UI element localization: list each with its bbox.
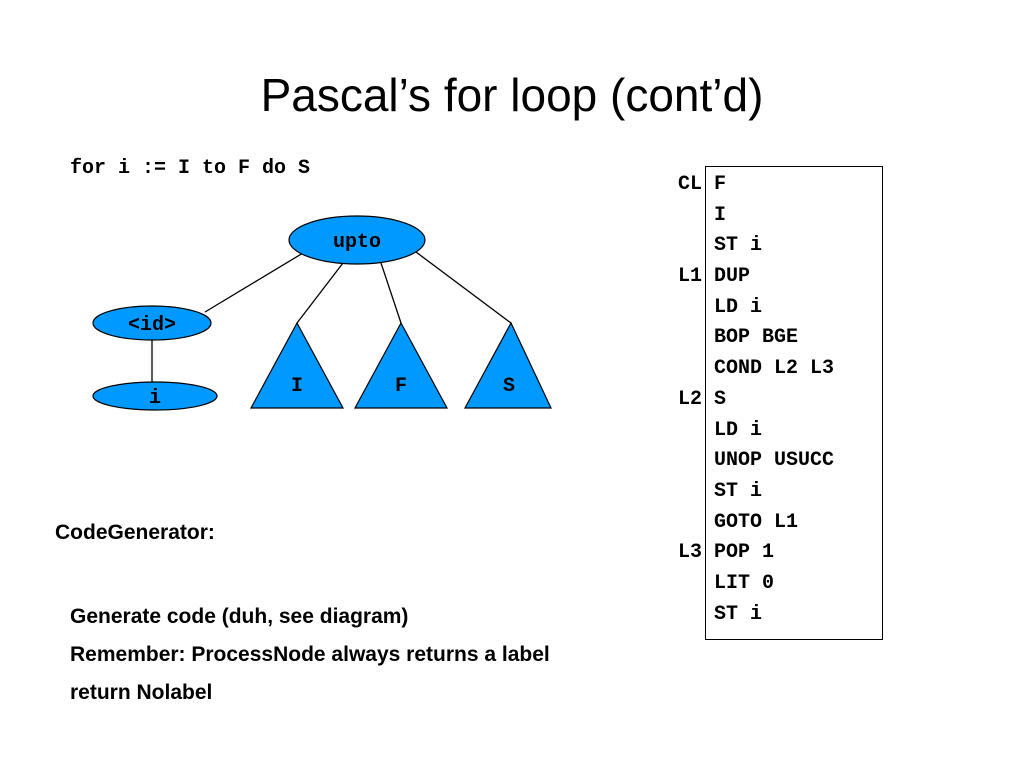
listing-row: ST i xyxy=(660,602,834,633)
listing-instruction: LD i xyxy=(714,418,763,442)
for-loop-syntax: for i := I to F do S xyxy=(70,157,311,180)
listing-instruction: LD i xyxy=(714,295,763,319)
listing-row: BOP BGE xyxy=(660,325,834,356)
node-id xyxy=(92,305,212,341)
listing-label xyxy=(660,418,702,449)
listing-instruction: POP 1 xyxy=(714,541,775,565)
listing-instruction: UNOP USUCC xyxy=(714,449,835,473)
listing-row: ST i xyxy=(660,479,834,510)
node-i xyxy=(92,381,218,411)
listing-row: CL F xyxy=(660,172,834,203)
node-i-label: i xyxy=(149,387,161,410)
listing-instruction: S xyxy=(714,387,727,411)
listing-row: UNOP USUCC xyxy=(660,448,834,479)
subtree-S-label: S xyxy=(503,375,515,398)
codegenerator-heading: CodeGenerator: xyxy=(55,521,215,544)
node-id-label: <id> xyxy=(128,314,176,337)
edge-upto-I xyxy=(296,262,344,324)
code-listing: CL F I ST i L1 DUP LD i BOP BGE COND L2 L3… xyxy=(660,172,834,632)
node-upto-label: upto xyxy=(333,231,381,254)
listing-instruction: ST i xyxy=(714,234,763,258)
listing-instruction: BOP BGE xyxy=(714,326,799,350)
listing-row: LD i xyxy=(660,295,834,326)
listing-row: L3 POP 1 xyxy=(660,540,834,571)
listing-label xyxy=(660,356,702,387)
note-item: return Nolabel xyxy=(70,681,213,704)
node-upto xyxy=(288,215,426,265)
code-listing-box xyxy=(705,166,883,640)
listing-label xyxy=(660,479,702,510)
listing-label: L3 xyxy=(677,541,702,565)
note-item: Generate code (duh, see diagram) xyxy=(70,605,409,628)
listing-label: L1 xyxy=(677,265,702,289)
listing-label: L2 xyxy=(677,387,702,411)
note-item: Remember: ProcessNode always returns a l… xyxy=(70,643,550,666)
listing-label: CL xyxy=(677,173,702,196)
subtree-F-label: F xyxy=(395,375,407,398)
listing-row: GOTO L1 xyxy=(660,510,834,541)
listing-row: LIT 0 xyxy=(660,571,834,602)
listing-instruction: I xyxy=(714,203,727,227)
listing-label xyxy=(660,233,702,264)
slide-title: Pascal’s for loop (cont’d) xyxy=(260,69,764,121)
listing-row: L2 S xyxy=(660,387,834,418)
subtree-S xyxy=(463,321,552,409)
listing-instruction: DUP xyxy=(714,265,751,289)
listing-row: L1 DUP xyxy=(660,264,834,295)
listing-label xyxy=(660,203,702,234)
listing-label xyxy=(660,295,702,326)
listing-row: I xyxy=(660,203,834,234)
listing-instruction: LIT 0 xyxy=(714,571,775,595)
listing-row: COND L2 L3 xyxy=(660,356,834,387)
listing-label xyxy=(660,325,702,356)
listing-row: LD i xyxy=(660,418,834,449)
edge-upto-F xyxy=(380,262,402,324)
listing-instruction: COND L2 L3 xyxy=(714,357,835,381)
listing-label xyxy=(660,602,702,633)
listing-row: ST i xyxy=(660,233,834,264)
listing-label xyxy=(660,448,702,479)
subtree-I xyxy=(249,321,345,409)
listing-instruction: ST i xyxy=(714,479,763,503)
subtree-I-label: I xyxy=(291,375,303,398)
listing-instruction: ST i xyxy=(714,602,763,626)
edge-upto-id xyxy=(204,252,304,313)
codegenerator-notes: Generate code (duh, see diagram) Remembe… xyxy=(70,598,550,712)
listing-label xyxy=(660,571,702,602)
listing-instruction: GOTO L1 xyxy=(714,510,799,534)
listing-instruction: F xyxy=(714,173,727,196)
subtree-F xyxy=(353,321,449,409)
listing-label xyxy=(660,510,702,541)
edge-upto-S xyxy=(415,251,512,324)
